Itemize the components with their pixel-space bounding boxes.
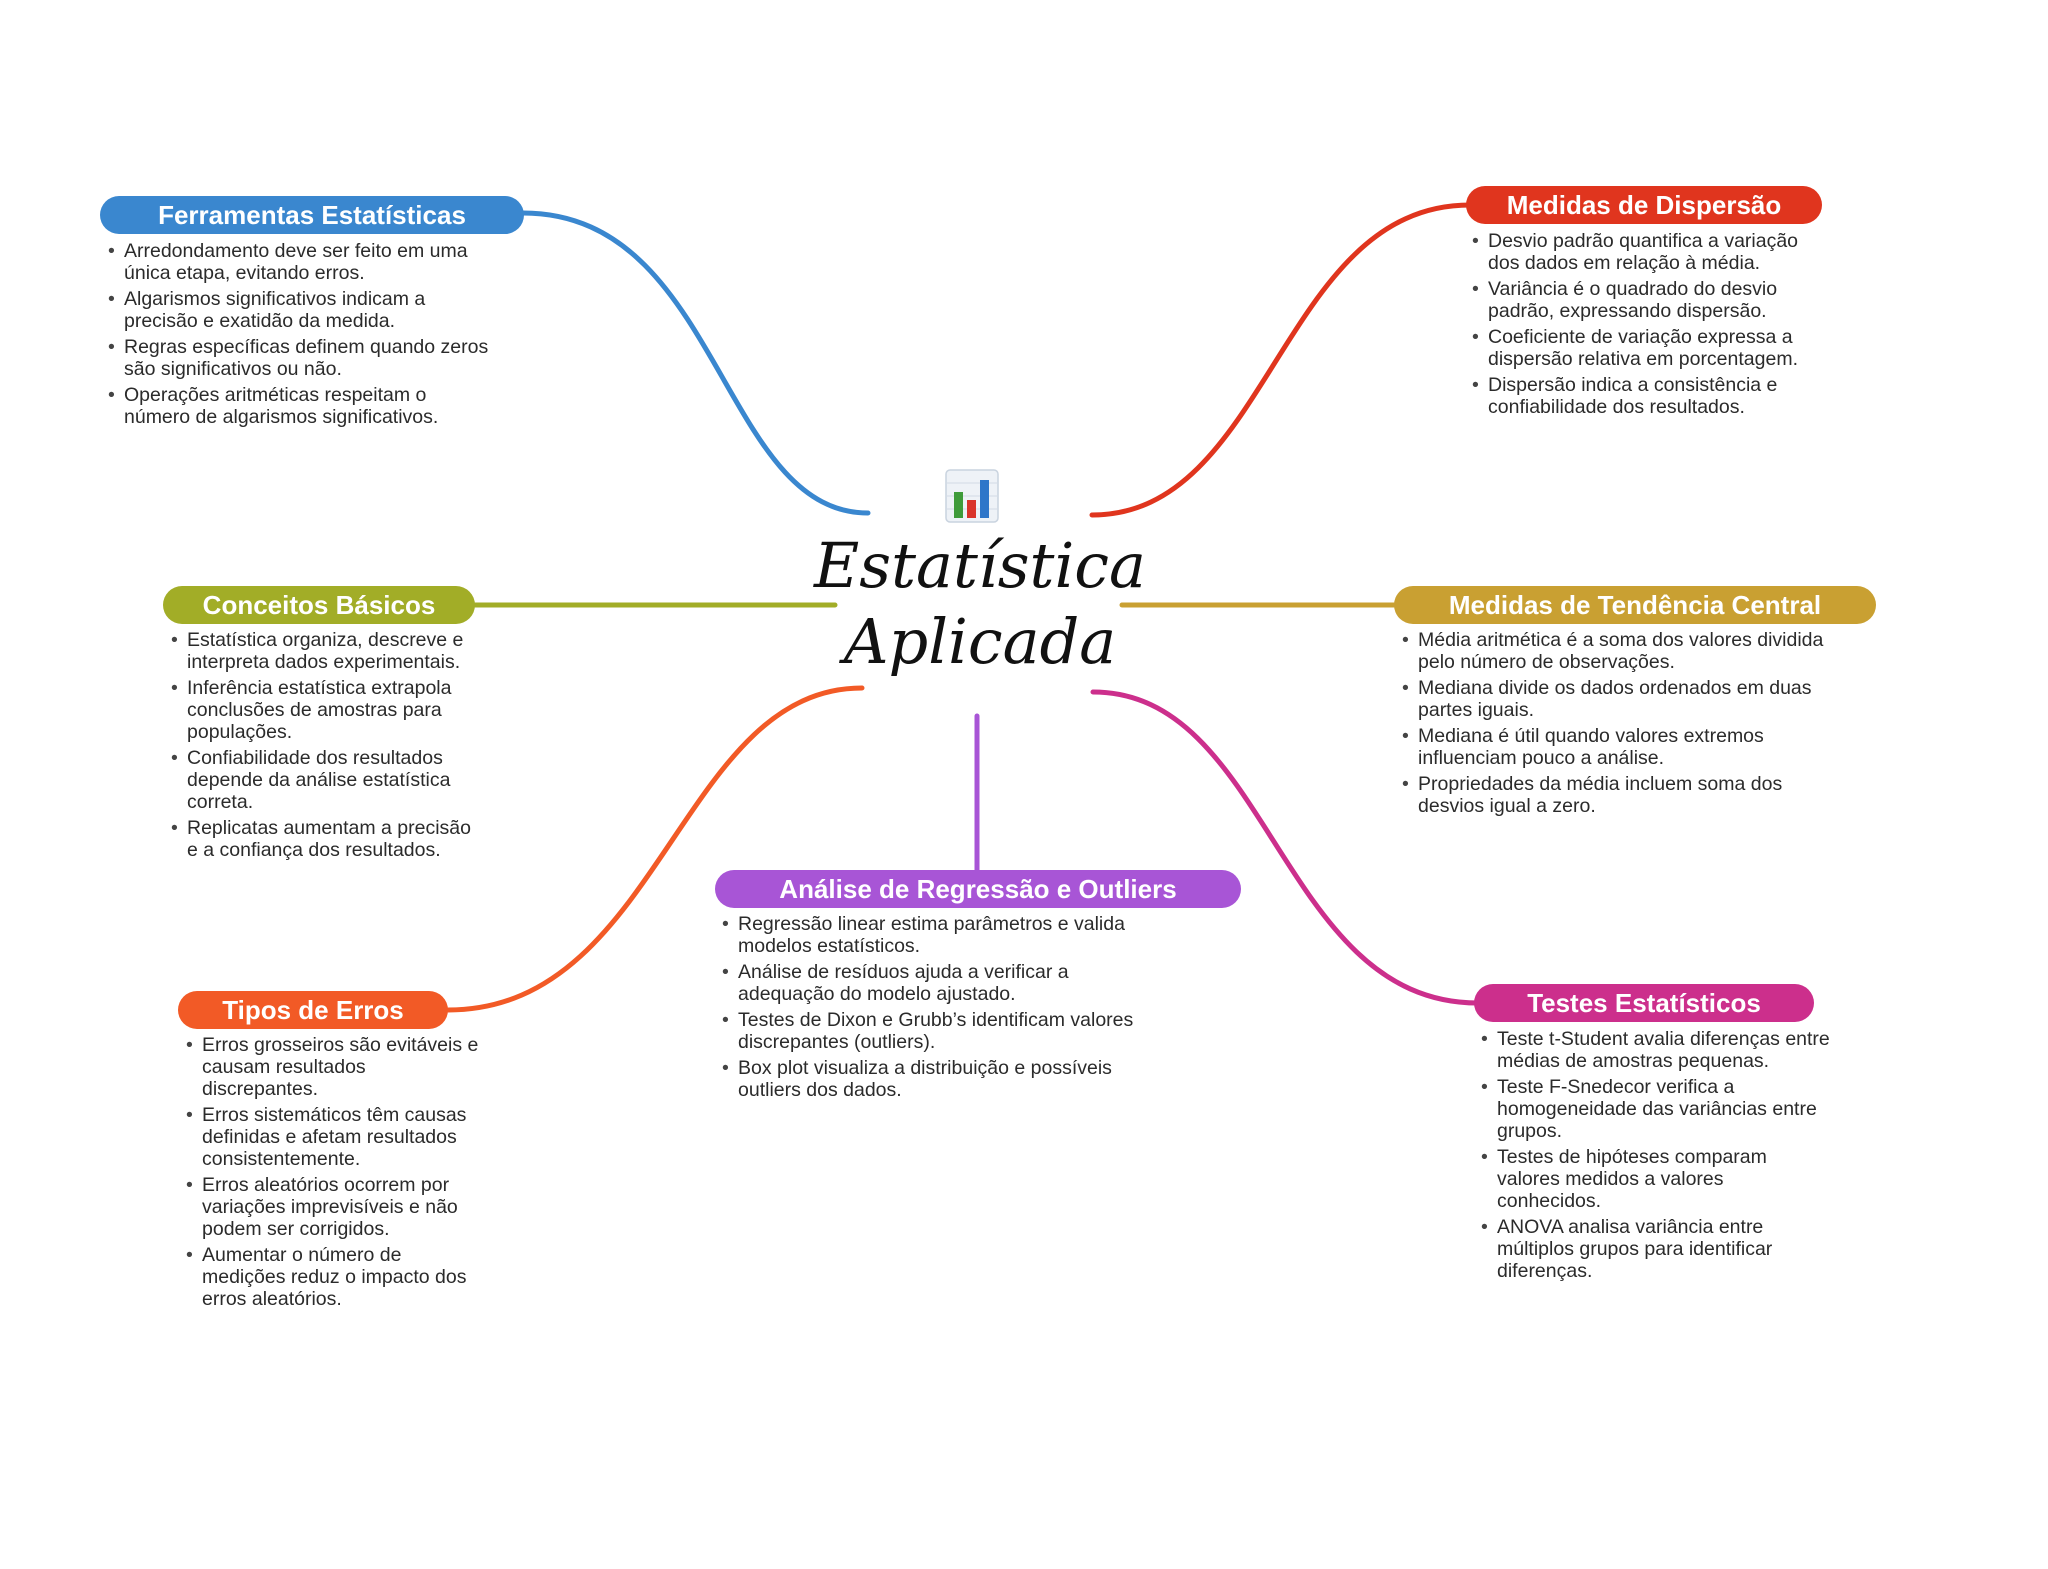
branch-label: Testes Estatísticos	[1527, 987, 1761, 1018]
list-item: Estatística organiza, descreve e interpr…	[169, 629, 475, 673]
list-item: Teste F-Snedecor verifica a homogeneidad…	[1479, 1076, 1831, 1142]
list-item: ANOVA analisa variância entre múltiplos …	[1479, 1216, 1831, 1282]
branch-label: Tipos de Erros	[222, 994, 404, 1025]
connector-dispersao	[1089, 202, 1473, 518]
list-item: Média aritmética é a soma dos valores di…	[1400, 629, 1832, 673]
list-item: Box plot visualiza a distribuição e poss…	[720, 1057, 1140, 1101]
list-item: Mediana divide os dados ordenados em dua…	[1400, 677, 1832, 721]
list-item: Mediana é útil quando valores extremos i…	[1400, 725, 1832, 769]
branch-label: Ferramentas Estatísticas	[158, 199, 466, 230]
list-item: Replicatas aumentam a precisão e a confi…	[169, 817, 475, 861]
central-topic-line-1: Estatística	[814, 529, 1146, 602]
list-item: Regressão linear estima parâmetros e val…	[720, 913, 1140, 957]
list-item: Confiabilidade dos resultados depende da…	[169, 747, 475, 813]
branch-ferramentas-estatisticas[interactable]: Ferramentas Estatísticas	[100, 196, 524, 234]
list-item: Arredondamento deve ser feito em uma úni…	[106, 240, 492, 284]
branch-medidas-de-tendencia-central-list: Média aritmética é a soma dos valores di…	[1400, 629, 1832, 821]
list-item: Testes de hipóteses comparam valores med…	[1479, 1146, 1831, 1212]
branch-conceitos-basicos[interactable]: Conceitos Básicos	[163, 586, 475, 624]
list-item: Algarismos significativos indicam a prec…	[106, 288, 492, 332]
list-item: Inferência estatística extrapola conclus…	[169, 677, 475, 743]
branch-analise-de-regressao-list: Regressão linear estima parâmetros e val…	[720, 913, 1140, 1105]
central-topic-title: Estatística Aplicada	[780, 528, 1180, 680]
branch-medidas-de-tendencia-central[interactable]: Medidas de Tendência Central	[1394, 586, 1876, 624]
connector-testes	[1090, 689, 1481, 1006]
list-item: Dispersão indica a consistência e confia…	[1470, 374, 1822, 418]
list-item: Teste t-Student avalia diferenças entre …	[1479, 1028, 1831, 1072]
branch-testes-estatisticos-list: Teste t-Student avalia diferenças entre …	[1479, 1028, 1831, 1286]
list-item: Erros aleatórios ocorrem por variações i…	[184, 1174, 482, 1240]
list-item: Análise de resíduos ajuda a verificar a …	[720, 961, 1140, 1005]
list-item: Testes de Dixon e Grubb’s identificam va…	[720, 1009, 1140, 1053]
bar-chart-icon	[944, 468, 1000, 524]
central-topic-line-2: Aplicada	[843, 605, 1117, 678]
branch-ferramentas-estatisticas-list: Arredondamento deve ser feito em uma úni…	[106, 240, 492, 432]
branch-tipos-de-erros[interactable]: Tipos de Erros	[178, 991, 448, 1029]
branch-label: Medidas de Tendência Central	[1448, 589, 1822, 620]
list-item: Erros grosseiros são evitáveis e causam …	[184, 1034, 482, 1100]
branch-conceitos-basicos-list: Estatística organiza, descreve e interpr…	[169, 629, 475, 865]
list-item: Regras específicas definem quando zeros …	[106, 336, 492, 380]
branch-label: Conceitos Básicos	[202, 589, 436, 620]
branch-label: Medidas de Dispersão	[1506, 189, 1782, 220]
branch-testes-estatisticos[interactable]: Testes Estatísticos	[1474, 984, 1814, 1022]
connector-erros	[445, 685, 865, 1013]
list-item: Erros sistemáticos têm causas definidas …	[184, 1104, 482, 1170]
list-item: Propriedades da média incluem soma dos d…	[1400, 773, 1832, 817]
list-item: Aumentar o número de medições reduz o im…	[184, 1244, 482, 1310]
list-item: Variância é o quadrado do desvio padrão,…	[1470, 278, 1822, 322]
branch-analise-de-regressao-e-outliers[interactable]: Análise de Regressão e Outliers	[715, 870, 1241, 908]
list-item: Operações aritméticas respeitam o número…	[106, 384, 492, 428]
list-item: Desvio padrão quantifica a variação dos …	[1470, 230, 1822, 274]
branch-medidas-de-dispersao[interactable]: Medidas de Dispersão	[1466, 186, 1822, 224]
branch-tipos-de-erros-list: Erros grosseiros são evitáveis e causam …	[184, 1034, 482, 1314]
list-item: Coeficiente de variação expressa a dispe…	[1470, 326, 1822, 370]
branch-medidas-de-dispersao-list: Desvio padrão quantifica a variação dos …	[1470, 230, 1822, 422]
connector-ferramentas	[517, 210, 871, 516]
branch-label: Análise de Regressão e Outliers	[779, 873, 1177, 904]
